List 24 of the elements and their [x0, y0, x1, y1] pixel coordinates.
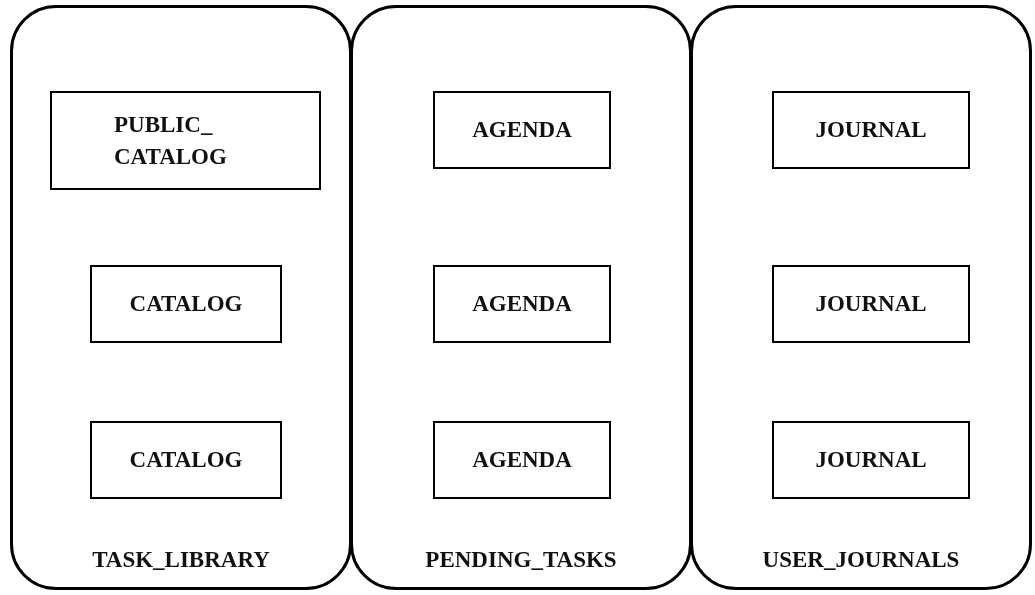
component-box — [772, 421, 970, 499]
component-label: PUBLIC_ CATALOG — [113, 111, 228, 171]
component-label: CATALOG — [128, 290, 244, 319]
component-label: JOURNAL — [814, 290, 928, 319]
container-label: PENDING_TASKS — [424, 547, 618, 573]
component-box — [50, 91, 321, 190]
container-label: TASK_LIBRARY — [91, 547, 271, 573]
component-box — [433, 91, 611, 169]
component-label: JOURNAL — [814, 116, 928, 145]
component-box — [772, 265, 970, 343]
container-box — [10, 5, 352, 590]
container-label: USER_JOURNALS — [761, 547, 961, 573]
component-label: AGENDA — [471, 290, 573, 319]
component-label: AGENDA — [471, 446, 573, 475]
component-label: CATALOG — [128, 446, 244, 475]
component-box — [90, 421, 282, 499]
component-label: JOURNAL — [814, 446, 928, 475]
component-box — [772, 91, 970, 169]
component-box — [433, 265, 611, 343]
container-box — [350, 5, 692, 590]
container-box — [690, 5, 1032, 590]
component-box — [90, 265, 282, 343]
component-label: AGENDA — [471, 116, 573, 145]
component-box — [433, 421, 611, 499]
